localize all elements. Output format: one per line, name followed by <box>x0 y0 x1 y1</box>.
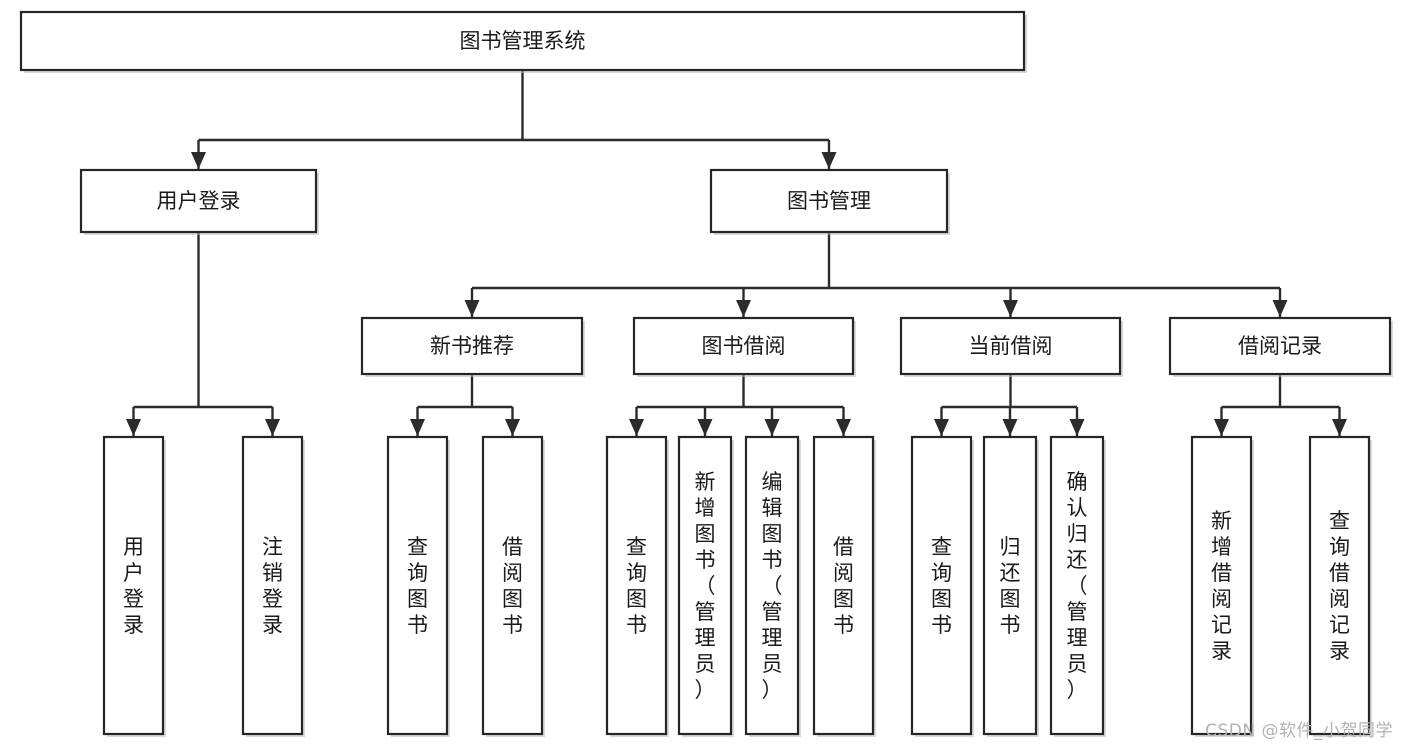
node-leaf-edit-book[interactable]: 编辑图书（管理员） <box>744 435 801 737</box>
edge-arrowhead-icon <box>1002 419 1018 436</box>
edge-arrowhead-icon <box>464 300 480 317</box>
node-root[interactable]: 图书管理系统 <box>19 10 1027 73</box>
node-user-login[interactable]: 用户登录 <box>79 168 319 235</box>
node-rect[interactable] <box>1049 435 1105 736</box>
edge-arrowhead-icon <box>505 419 520 436</box>
node-rect[interactable] <box>386 435 449 736</box>
node-label: 查询图书 <box>931 535 952 637</box>
nodes-layer: 图书管理系统用户登录图书管理新书推荐图书借阅当前借阅借阅记录用户登录注销登录查询… <box>19 10 1393 737</box>
node-leaf-borrow-book-1[interactable]: 借阅图书 <box>481 435 545 737</box>
node-label: 图书借阅 <box>702 334 786 358</box>
node-rect[interactable] <box>744 435 800 736</box>
edge-arrowhead-icon <box>1214 419 1229 436</box>
edge-group-book-manage <box>464 232 1288 317</box>
edge-arrowhead-icon <box>821 152 837 169</box>
node-leaf-add-record[interactable]: 新增借阅记录 <box>1190 435 1254 737</box>
node-label: 归还图书 <box>1000 535 1021 637</box>
node-leaf-query-book-1[interactable]: 查询图书 <box>386 435 450 737</box>
edge-arrowhead-icon <box>126 419 141 436</box>
edges-layer <box>126 70 1347 436</box>
edge-group-root <box>191 70 837 169</box>
node-label: 编辑图书（管理员） <box>762 470 783 702</box>
node-label: 用户登录 <box>157 189 241 213</box>
node-label: 借阅记录 <box>1238 334 1322 358</box>
node-label: 查询图书 <box>407 535 428 637</box>
node-label: 查询图书 <box>626 535 647 637</box>
edge-arrowhead-icon <box>265 419 280 436</box>
node-leaf-confirm-return[interactable]: 确认归还（管理员） <box>1049 435 1106 737</box>
node-rect[interactable] <box>910 435 973 736</box>
node-leaf-borrow-book-2[interactable]: 借阅图书 <box>812 435 876 737</box>
node-rect[interactable] <box>241 435 304 736</box>
node-leaf-user-login[interactable]: 用户登录 <box>102 435 166 737</box>
node-label: 新增图书（管理员） <box>695 470 716 702</box>
edge-arrowhead-icon <box>1272 300 1288 317</box>
edge-arrowhead-icon <box>1003 300 1018 317</box>
node-leaf-query-record[interactable]: 查询借阅记录 <box>1308 435 1372 737</box>
node-label: 注销登录 <box>262 535 283 637</box>
node-book-manage[interactable]: 图书管理 <box>709 168 950 235</box>
node-current-borrow[interactable]: 当前借阅 <box>899 316 1123 377</box>
edge-arrowhead-icon <box>1069 419 1085 436</box>
node-label: 新增借阅记录 <box>1211 509 1232 663</box>
node-leaf-query-book-2[interactable]: 查询图书 <box>605 435 669 737</box>
edge-arrowhead-icon <box>410 419 425 436</box>
node-borrow-record[interactable]: 借阅记录 <box>1168 316 1393 377</box>
edge-arrowhead-icon <box>736 300 751 317</box>
node-rect[interactable] <box>605 435 668 736</box>
node-rect[interactable] <box>677 435 733 736</box>
edge-arrowhead-icon <box>629 419 644 436</box>
edge-arrowhead-icon <box>836 419 851 436</box>
edge-group-borrow-record <box>1214 374 1347 436</box>
node-book-borrow[interactable]: 图书借阅 <box>632 316 856 377</box>
node-leaf-user-logout[interactable]: 注销登录 <box>241 435 305 737</box>
node-rect[interactable] <box>812 435 875 736</box>
node-new-book-rec[interactable]: 新书推荐 <box>360 316 585 377</box>
edge-arrowhead-icon <box>764 419 780 436</box>
node-rect[interactable] <box>102 435 165 736</box>
node-label: 用户登录 <box>123 535 144 637</box>
node-label: 当前借阅 <box>969 334 1053 358</box>
edge-group-book-borrow <box>629 374 851 436</box>
node-rect[interactable] <box>1190 435 1253 736</box>
node-rect[interactable] <box>481 435 544 736</box>
node-label: 图书管理 <box>787 189 871 213</box>
edge-group-new-book-rec <box>410 374 520 436</box>
edge-group-current-borrow <box>934 374 1085 436</box>
edge-arrowhead-icon <box>1332 419 1347 436</box>
node-rect[interactable] <box>982 435 1038 736</box>
node-leaf-query-book-3[interactable]: 查询图书 <box>910 435 974 737</box>
node-rect[interactable] <box>632 316 855 376</box>
node-rect[interactable] <box>1168 316 1392 376</box>
node-rect[interactable] <box>360 316 584 376</box>
node-leaf-return-book[interactable]: 归还图书 <box>982 435 1039 737</box>
node-rect[interactable] <box>19 10 1026 72</box>
node-label: 查询借阅记录 <box>1329 509 1350 663</box>
node-label: 图书管理系统 <box>460 29 586 53</box>
edge-group-user-login <box>126 232 280 436</box>
node-label: 借阅图书 <box>502 535 523 637</box>
node-rect[interactable] <box>1308 435 1371 736</box>
node-rect[interactable] <box>899 316 1122 376</box>
node-leaf-add-book[interactable]: 新增图书（管理员） <box>677 435 734 737</box>
edge-arrowhead-icon <box>934 419 949 436</box>
node-label: 借阅图书 <box>833 535 854 637</box>
node-rect[interactable] <box>79 168 318 234</box>
edge-arrowhead-icon <box>697 419 713 436</box>
node-label: 新书推荐 <box>430 334 514 358</box>
node-label: 确认归还（管理员） <box>1067 470 1088 702</box>
edge-arrowhead-icon <box>191 152 206 169</box>
node-rect[interactable] <box>709 168 949 234</box>
